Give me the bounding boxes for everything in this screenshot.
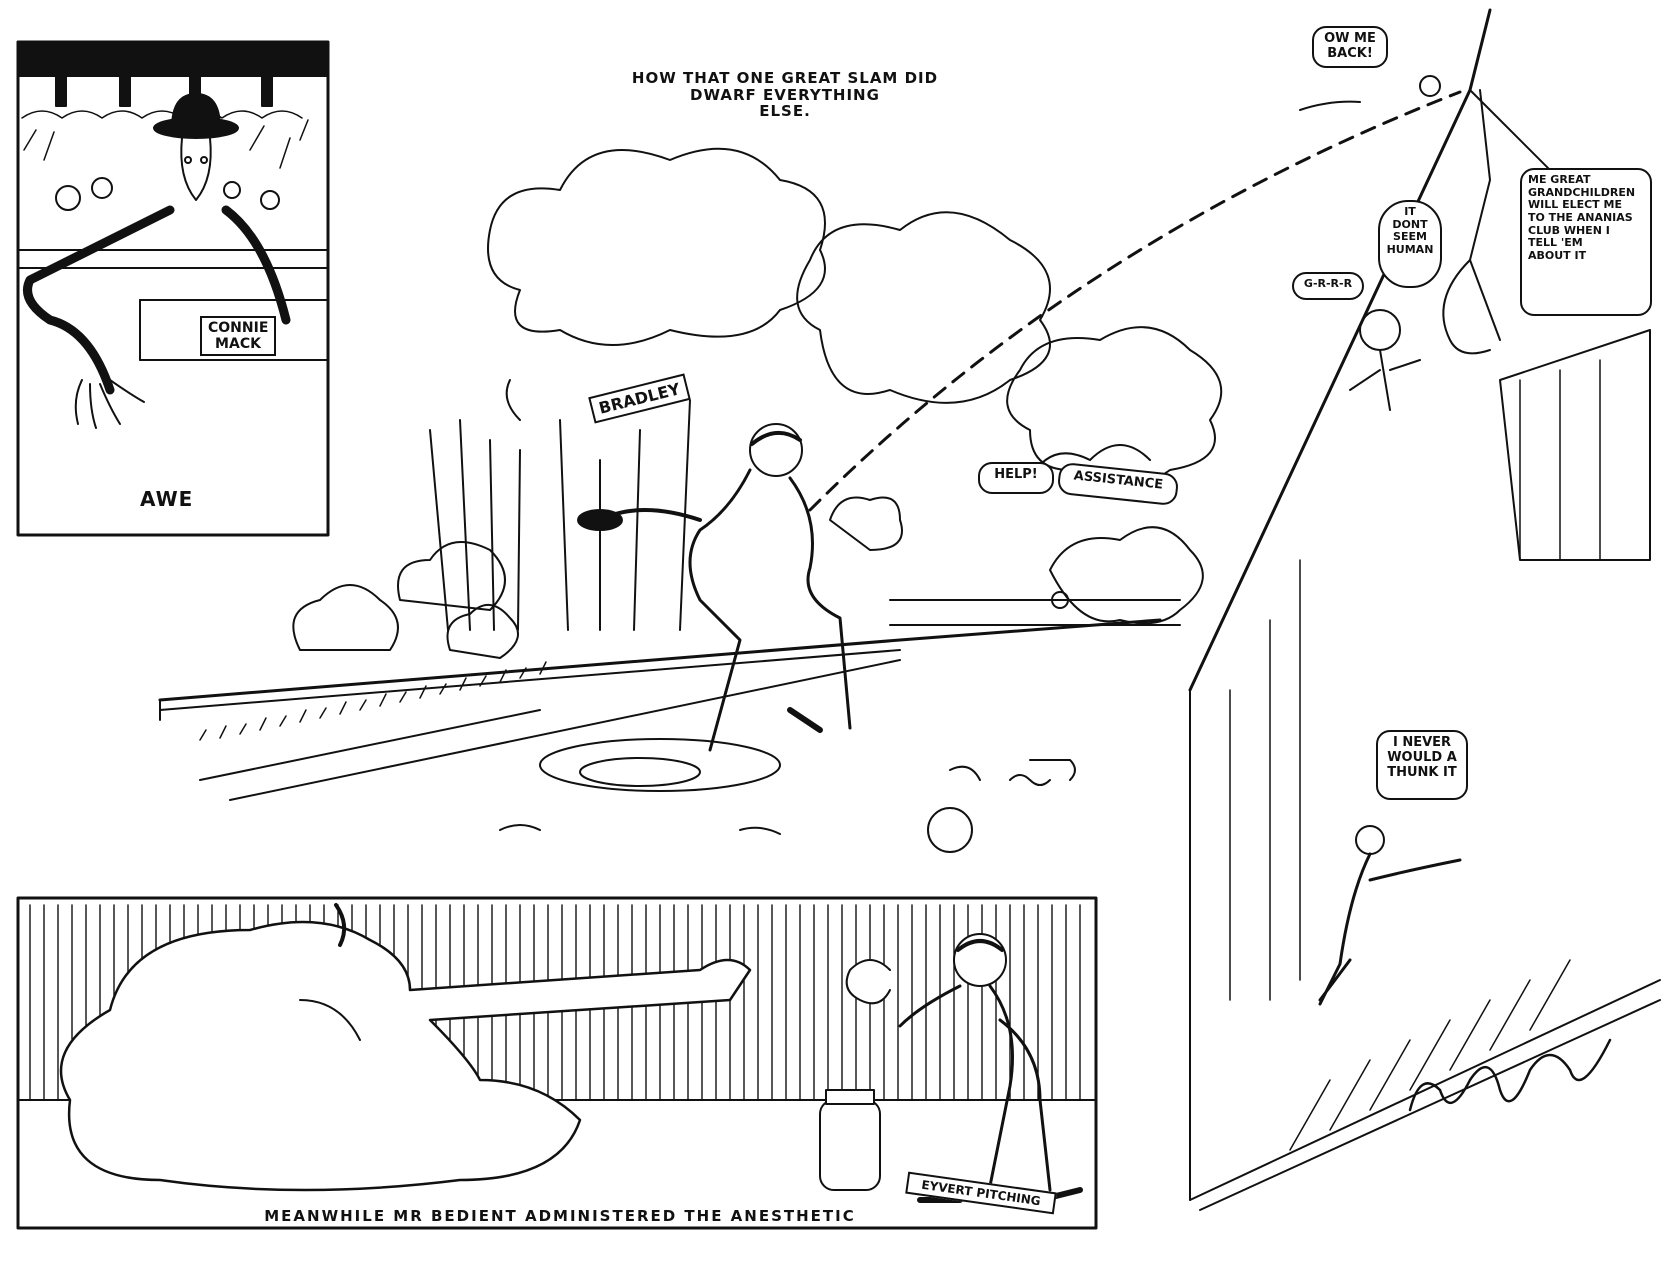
panel-awe-frame <box>16 40 330 537</box>
awe-caption: AWE <box>140 487 194 511</box>
ananias-club-bubble: ME GREAT GRANDCHILDREN WILL ELECT ME TO … <box>1520 168 1652 316</box>
thunk-line-2: WOULD A <box>1387 749 1457 765</box>
ananias-line-5: CLUB WHEN I <box>1528 223 1610 237</box>
dont-seem-human-bubble: IT DONT SEEM HUMAN <box>1378 200 1442 288</box>
bottom-caption: MEANWHILE MR BEDIENT ADMINISTERED THE AN… <box>264 1207 856 1225</box>
headline: HOW THAT ONE GREAT SLAM DID DWARF EVERYT… <box>620 70 950 120</box>
ananias-line-4: TO THE ANANIAS <box>1528 210 1633 224</box>
human-line-4: HUMAN <box>1386 242 1434 256</box>
connie-mack-tag-line-1: CONNIE <box>208 320 269 336</box>
headline-line-2: DWARF EVERYTHING <box>690 85 880 104</box>
human-line-1: IT <box>1404 205 1416 218</box>
ow-me-back-bubble: OW ME BACK! <box>1312 26 1388 68</box>
human-line-3: SEEM <box>1393 230 1427 244</box>
human-line-2: DONT <box>1392 217 1428 231</box>
panel-bottom-frame <box>16 896 1098 1230</box>
headline-line-3: ELSE. <box>759 102 811 120</box>
connie-mack-tag-line-2: MACK <box>215 336 261 352</box>
ananias-line-2: GRANDCHILDREN <box>1528 185 1636 199</box>
ananias-line-1: ME GREAT <box>1528 173 1591 186</box>
headline-line-1: HOW THAT ONE GREAT SLAM DID <box>631 69 939 87</box>
thunk-line-3: THUNK IT <box>1387 764 1457 780</box>
connie-mack-tag: CONNIE MACK <box>200 316 276 356</box>
never-thunk-bubble: I NEVER WOULD A THUNK IT <box>1376 730 1468 800</box>
help-bubble: HELP! <box>978 462 1054 494</box>
ananias-line-6: TELL 'EM <box>1528 236 1583 250</box>
ananias-line-7: ABOUT IT <box>1528 248 1587 262</box>
thunk-line-1: I NEVER <box>1392 735 1452 750</box>
ow-me-back-line-1: OW ME <box>1324 31 1376 46</box>
main-scene-stadium <box>158 90 1462 853</box>
ow-me-back-line-2: BACK! <box>1327 45 1373 61</box>
grrr-bubble: G-R-R-R <box>1292 272 1364 300</box>
ananias-line-3: WILL ELECT ME <box>1528 198 1622 212</box>
